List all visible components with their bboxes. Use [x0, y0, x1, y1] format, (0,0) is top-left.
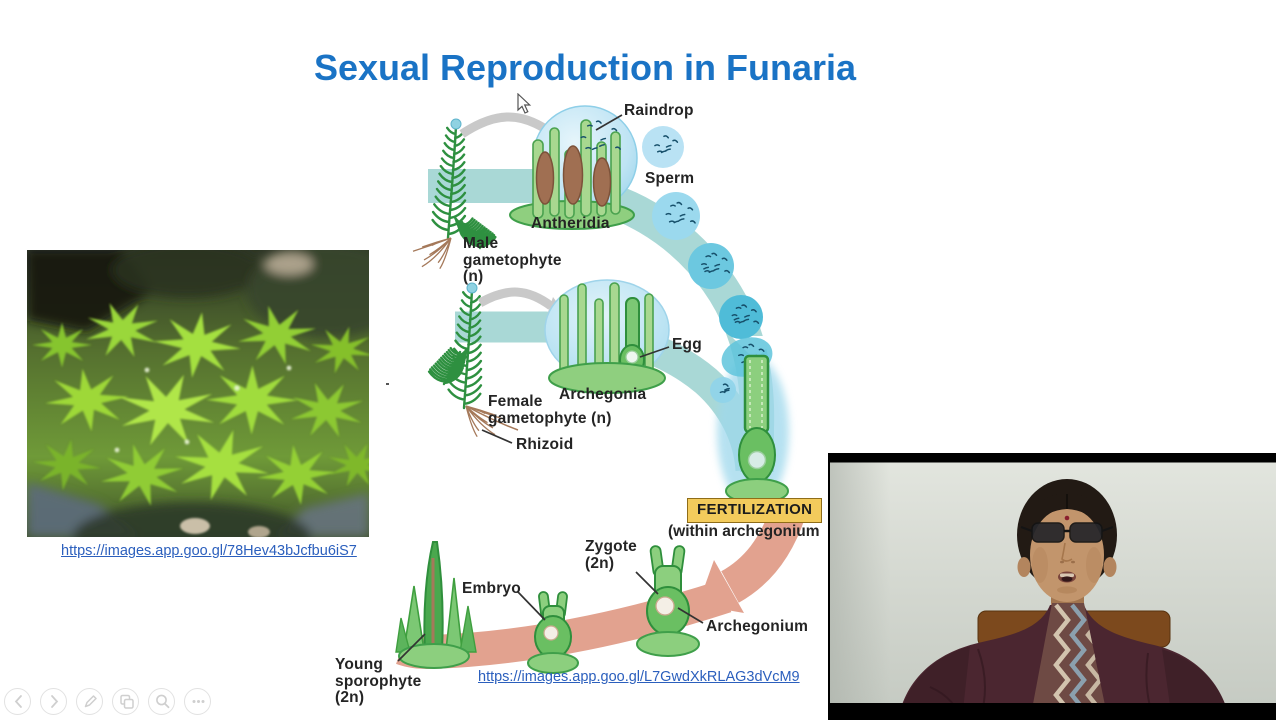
young-sporophyte-stage: [395, 541, 477, 669]
sperm-splash: [721, 337, 773, 377]
male-arrow: [459, 112, 550, 138]
fertilization-box: FERTILIZATION: [687, 498, 823, 523]
label-rhizoid: Rhizoid: [516, 436, 574, 453]
antheridia-sacs: [535, 145, 612, 207]
sperm-droplet: [719, 295, 763, 339]
more-options-button[interactable]: [184, 688, 211, 715]
sperm-droplet: [642, 126, 684, 168]
see-all-slides-button[interactable]: [112, 688, 139, 715]
label-raindrop: Raindrop: [624, 102, 694, 119]
stray-mark: [386, 383, 389, 385]
pen-tool-button[interactable]: [76, 688, 103, 715]
magnifier-icon: [156, 694, 170, 709]
paraphyses: [532, 119, 621, 219]
label-zygote: Zygote (2n): [585, 538, 638, 572]
video-frame: [830, 462, 1276, 720]
water-aura: [717, 356, 789, 508]
label-female-gametophyte: Female gametophyte (n): [488, 393, 612, 427]
slideshow-controls: [4, 688, 211, 715]
label-embryo: Embryo: [462, 580, 521, 597]
label-lines: [397, 114, 704, 662]
mouse-cursor: [517, 93, 532, 114]
glasses: [1020, 522, 1114, 543]
label-fertilization-note: (within archegonium: [668, 523, 820, 540]
pen-icon: [84, 695, 97, 708]
raindrop-circle: [532, 105, 638, 211]
diagram-source-link[interactable]: https://images.app.goo.gl/L7GwdXkRLAG3dV…: [478, 669, 800, 685]
archegonia-cluster: [544, 279, 670, 394]
label-fertilization: FERTILIZATION: [697, 501, 813, 518]
slides-grid-icon: [120, 694, 134, 709]
chevron-left-icon: [14, 695, 22, 708]
sperm-droplet: [710, 377, 736, 403]
female-arrowhead: [547, 297, 564, 315]
zygote-stage: [636, 545, 700, 657]
next-slide-button[interactable]: [40, 688, 67, 715]
female-arrow: [477, 287, 554, 310]
band-fold: [731, 336, 779, 360]
development-arrow-band: [396, 579, 732, 670]
label-archegonium: Archegonium: [706, 618, 809, 635]
zoom-slide-button[interactable]: [148, 688, 175, 715]
presenter-person: [898, 479, 1230, 720]
sperm-droplet: [652, 192, 700, 240]
label-male-gametophyte: Male gametophyte (n): [463, 235, 562, 286]
moss-photo: [27, 250, 369, 537]
label-sperm: Sperm: [645, 170, 695, 187]
bud-droplet: [450, 118, 462, 130]
previous-slide-button[interactable]: [4, 688, 31, 715]
slide-title: Sexual Reproduction in Funaria: [313, 47, 857, 88]
label-egg: Egg: [672, 336, 702, 353]
photo-source-link[interactable]: https://images.app.goo.gl/78Hev43bJcfbu6…: [61, 543, 357, 559]
embryo-stage: [527, 591, 579, 674]
label-young-sporophyte: Young sporophyte (2n): [335, 656, 422, 707]
presenter-video: [828, 453, 1276, 720]
ellipsis-icon: [192, 700, 205, 703]
sperm-droplet: [688, 243, 734, 289]
male-arrowhead: [543, 121, 560, 139]
fertilization-archegonium: [725, 354, 789, 504]
fertilization-arrowhead: [698, 560, 744, 613]
chevron-right-icon: [51, 695, 59, 708]
bindi: [1064, 515, 1070, 521]
label-antheridia: Antheridia: [531, 215, 610, 232]
